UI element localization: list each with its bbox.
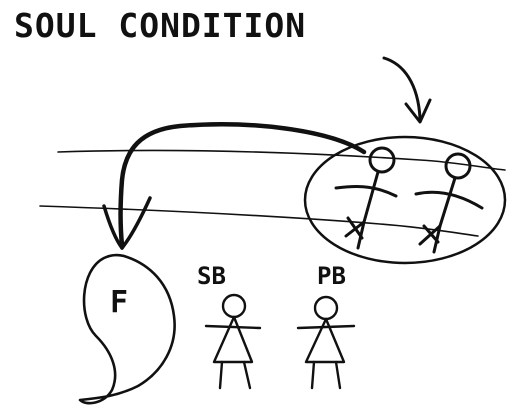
- sb-stick-figure: [204, 293, 262, 390]
- label-f: F: [110, 285, 129, 320]
- pb-stick-figure: [296, 295, 356, 390]
- return-curved-arrow: [102, 122, 367, 250]
- stick-figure-left: [334, 146, 398, 250]
- f-comma-shape: [78, 253, 176, 405]
- soul-group-oval: [303, 135, 507, 265]
- label-sb: SB: [197, 262, 226, 290]
- stick-figure-right: [414, 152, 484, 254]
- label-pb: PB: [317, 262, 346, 290]
- title-pointer-arrow: [382, 56, 432, 124]
- page-title: SOUL CONDITION: [14, 6, 307, 45]
